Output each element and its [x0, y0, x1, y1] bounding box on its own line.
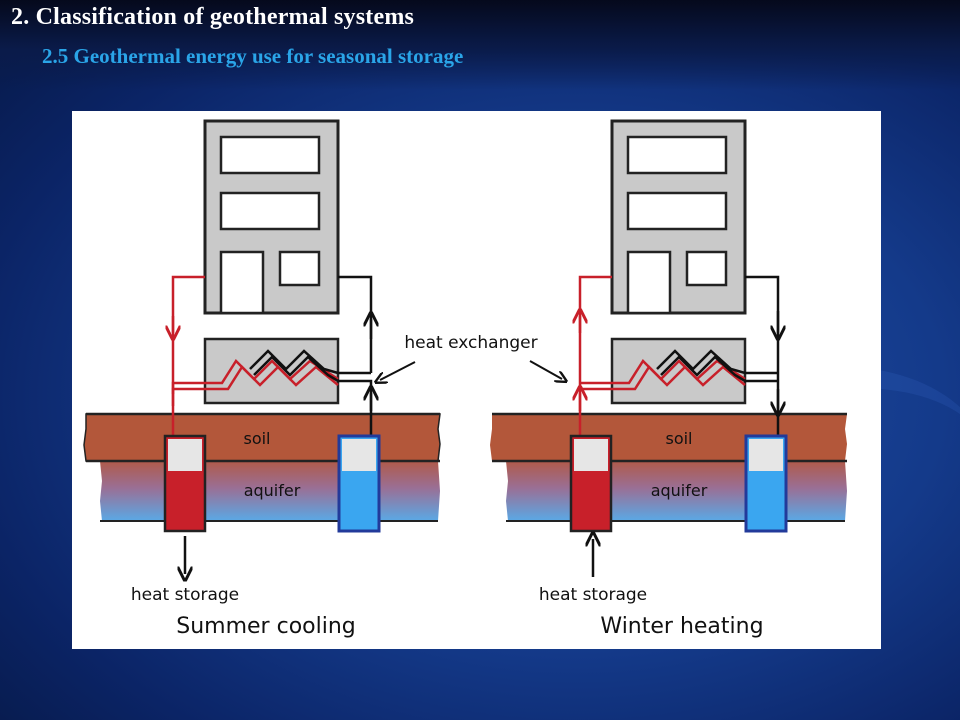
warm-well: [163, 434, 207, 533]
heat-exchanger-label: heat exchanger: [404, 333, 537, 353]
aquifer-label: aquifer: [651, 481, 708, 500]
seasonal-storage-diagram: soil aquifer: [72, 111, 881, 649]
slide-subtitle: 2.5 Geothermal energy use for seasonal s…: [42, 44, 464, 68]
heat-exchanger-box: [610, 337, 747, 405]
soil-label: soil: [665, 429, 692, 448]
aquifer-label: aquifer: [244, 481, 301, 500]
pointer-left-arrow-icon: [380, 361, 416, 380]
cold-well: [744, 434, 788, 533]
heat-storage-label: heat storage: [539, 585, 647, 605]
heat-storage-label: heat storage: [131, 585, 239, 605]
building: [203, 119, 340, 315]
building: [610, 119, 747, 315]
cold-pipe: [656, 275, 778, 436]
heat-exchanger-box: [203, 337, 340, 405]
panel-caption-winter: Winter heating: [600, 614, 763, 639]
soil-label: soil: [243, 429, 270, 448]
cold-pipe: [249, 275, 371, 436]
summer-panel: soil aquifer: [83, 119, 441, 639]
warm-pipe: [580, 275, 746, 436]
winter-panel: soil aquifer: [490, 119, 847, 639]
warm-pipe: [173, 275, 339, 436]
cold-well: [337, 434, 381, 533]
pointer-right-arrow-icon: [529, 360, 562, 379]
slide-title: 2. Classification of geothermal systems: [11, 4, 415, 30]
warm-well: [569, 434, 613, 533]
title-bar: [0, 0, 960, 90]
panel-caption-summer: Summer cooling: [176, 614, 356, 639]
